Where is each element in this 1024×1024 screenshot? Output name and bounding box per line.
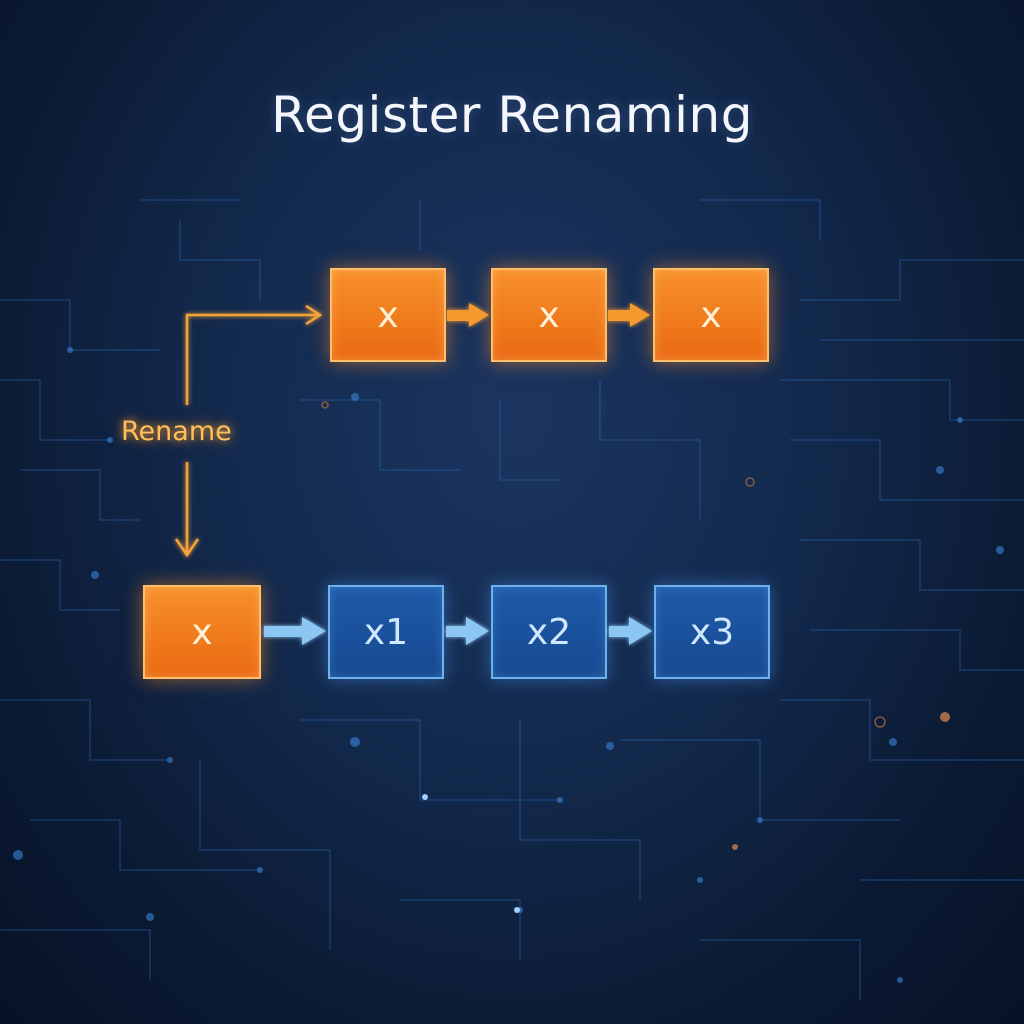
- renamed-register-box-1: x1: [328, 585, 444, 679]
- rename-label: Rename: [121, 416, 232, 447]
- renamed-register-box-3: x3: [654, 585, 770, 679]
- top-arrow-1: [447, 303, 489, 327]
- top-register-box-2: x: [491, 268, 607, 362]
- rename-connector-upper: [185, 304, 323, 405]
- diagram-title: Register Renaming: [271, 86, 753, 144]
- top-register-box-3: x: [653, 268, 769, 362]
- bottom-arrow-2: [446, 617, 489, 645]
- source-register-box: x: [143, 585, 261, 679]
- bottom-arrow-3: [609, 617, 652, 645]
- rename-connector-lower: [174, 462, 200, 558]
- renamed-register-box-2: x2: [491, 585, 607, 679]
- top-register-box-1: x: [330, 268, 446, 362]
- bottom-arrow-1: [264, 617, 326, 645]
- top-arrow-2: [608, 303, 650, 327]
